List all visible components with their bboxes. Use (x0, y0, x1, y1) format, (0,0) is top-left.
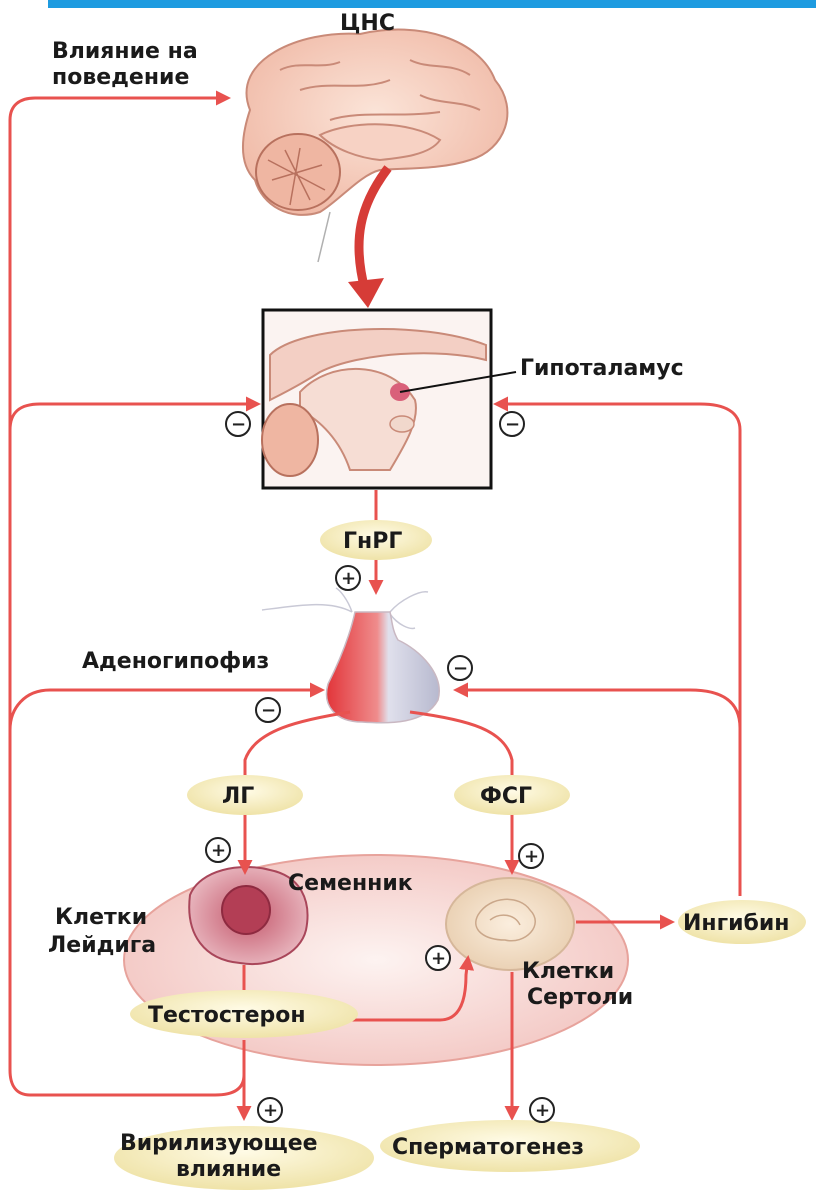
minus-sign-adenohypophysis-right: − (448, 656, 472, 680)
leydig-nucleus (222, 886, 270, 934)
gnrh-badge: ГнРГ (320, 520, 432, 560)
minus-sign-hypothalamus-right: − (500, 412, 524, 436)
inhibin-badge: Ингибин (678, 900, 806, 944)
virilizing-badge: Вирилизующее влияние (114, 1126, 374, 1190)
cns-arrowhead (348, 278, 384, 308)
svg-text:ГнРГ: ГнРГ (343, 529, 402, 554)
brain-illustration (243, 30, 507, 262)
plus-sign-virilizing: + (258, 1098, 282, 1122)
sertoli-cell (446, 878, 574, 970)
svg-text:Тестостерон: Тестостерон (148, 1003, 306, 1028)
hypothalamus-box (262, 310, 516, 488)
behavior-label-line2: поведение (52, 65, 189, 90)
svg-text:−: − (505, 414, 520, 435)
adenohypophysis-label: Аденогипофиз (82, 649, 269, 674)
plus-sign-spermatogenesis: + (530, 1098, 554, 1122)
plus-sign-fsh: + (519, 844, 543, 868)
minus-sign-adenohypophysis-left: − (256, 698, 280, 722)
svg-text:−: − (453, 658, 468, 679)
hypothalamus-label: Гипоталамус (520, 356, 684, 381)
cns-label: ЦНС (340, 11, 395, 36)
svg-text:ФСГ: ФСГ (480, 784, 532, 809)
svg-text:ЛГ: ЛГ (222, 784, 254, 809)
svg-text:+: + (211, 840, 226, 861)
svg-text:Ингибин: Ингибин (683, 911, 790, 936)
plus-sign-gnrh: + (336, 566, 360, 590)
leydig-label-line2: Лейдига (48, 933, 156, 958)
sertoli-label-line2: Сертоли (527, 985, 633, 1010)
svg-text:+: + (431, 948, 446, 969)
svg-text:+: + (524, 846, 539, 867)
leydig-label-line1: Клетки (55, 905, 147, 930)
lh-badge: ЛГ (187, 775, 303, 815)
fsh-badge: ФСГ (454, 775, 570, 815)
svg-text:Вирилизующее: Вирилизующее (120, 1131, 318, 1156)
svg-text:+: + (535, 1100, 550, 1121)
svg-text:−: − (261, 700, 276, 721)
plus-sign-testosterone-sertoli: + (426, 946, 450, 970)
behavior-label-line1: Влияние на (52, 39, 198, 64)
svg-text:−: − (231, 414, 246, 435)
plus-sign-lh: + (206, 838, 230, 862)
testosterone-badge: Тестостерон (130, 990, 358, 1038)
svg-text:влияние: влияние (176, 1157, 281, 1182)
sertoli-label-line1: Клетки (522, 959, 614, 984)
spermatogenesis-badge: Сперматогенез (380, 1120, 640, 1172)
svg-text:+: + (341, 568, 356, 589)
adenohypophysis-illustration (262, 588, 439, 723)
cns-to-hypothalamus-arrow (359, 168, 388, 290)
svg-text:+: + (263, 1100, 278, 1121)
testis-label: Семенник (288, 871, 413, 896)
svg-text:Сперматогенез: Сперматогенез (392, 1135, 584, 1160)
minus-sign-hypothalamus-left: − (226, 412, 250, 436)
